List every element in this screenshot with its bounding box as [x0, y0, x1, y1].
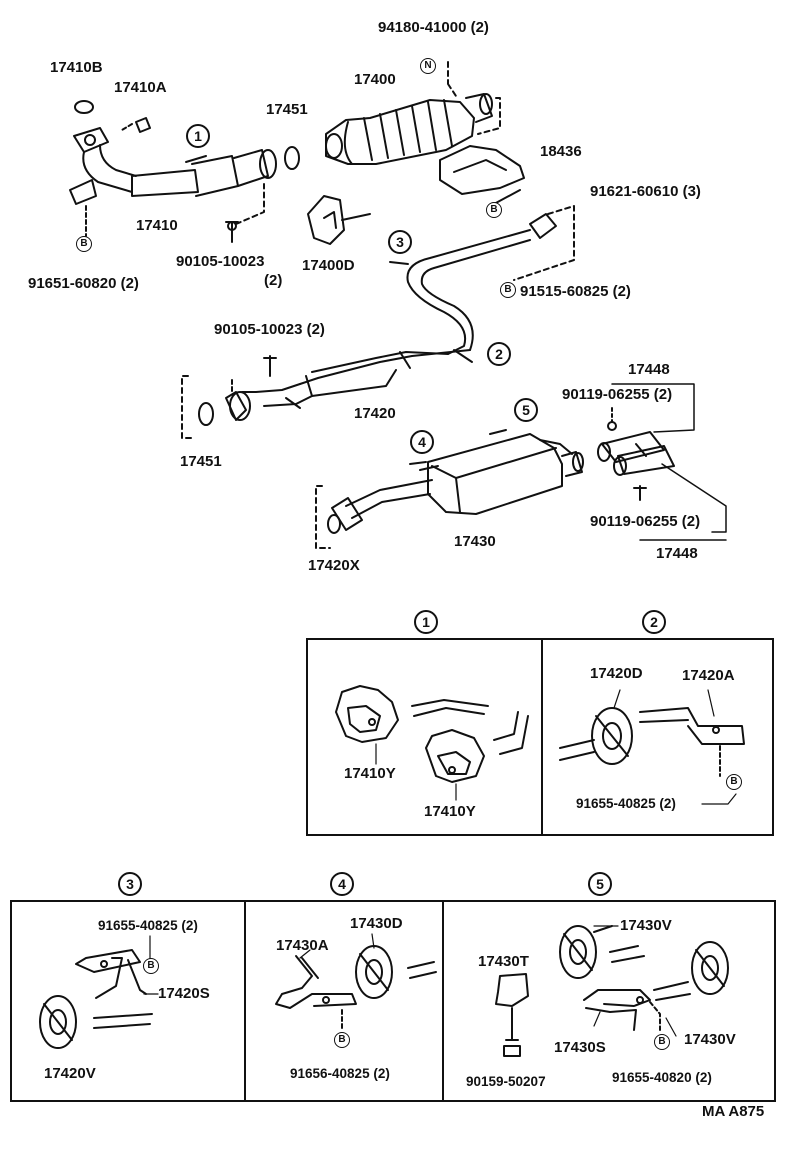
label-d1-17410Y-a: 17410Y	[344, 765, 396, 782]
label-17420X: 17420X	[308, 557, 360, 574]
label-90119-06255-bottom: 90119-06255 (2)	[590, 513, 701, 530]
label-d5-17430S: 17430S	[554, 1039, 606, 1056]
label-17451-bottom: 17451	[180, 453, 222, 470]
marker-b-91651: B	[76, 236, 92, 252]
label-d5-17430V-b: 17430V	[684, 1031, 736, 1048]
detail-callout-1: 1	[414, 610, 438, 634]
label-d4-17430D: 17430D	[350, 915, 403, 932]
label-d2-17420A: 17420A	[682, 667, 735, 684]
callout-4: 4	[410, 430, 434, 454]
diagram-code: MA A875	[702, 1103, 765, 1120]
marker-b-detail3: B	[143, 958, 159, 974]
detail-1-art	[335, 685, 529, 783]
detail-3-art	[39, 949, 153, 1049]
marker-n: N	[420, 58, 436, 74]
detail-5-art	[495, 925, 729, 1057]
label-90105-10023-mid: 90105-10023 (2)	[214, 321, 325, 338]
detail-box-5	[442, 900, 776, 1102]
label-17420: 17420	[354, 405, 396, 422]
callout-5: 5	[514, 398, 538, 422]
label-94180-41000: 94180-41000 (2)	[378, 19, 489, 36]
label-90105-qty: (2)	[264, 272, 283, 289]
marker-b-18436: B	[486, 202, 502, 218]
label-18436: 18436	[540, 143, 582, 160]
marker-b-detail2: B	[726, 774, 742, 790]
detail-callout-4: 4	[330, 872, 354, 896]
label-17400D: 17400D	[302, 257, 355, 274]
label-d3-17420V: 17420V	[44, 1065, 96, 1082]
label-17451-top: 17451	[266, 101, 308, 118]
label-d5-17430V-a: 17430V	[620, 917, 672, 934]
label-d3-17420S: 17420S	[158, 985, 210, 1002]
label-d1-17410Y-b: 17410Y	[424, 803, 476, 820]
callout-3: 3	[388, 230, 412, 254]
label-17448-top: 17448	[628, 361, 670, 378]
label-d4-91656-40825: 91656-40825 (2)	[290, 1066, 390, 1081]
center-pipe-17420	[225, 213, 557, 421]
label-91651-60820: 91651-60820 (2)	[28, 275, 139, 292]
marker-b-91515: B	[500, 282, 516, 298]
label-90119-06255-top: 90119-06255 (2)	[562, 386, 673, 403]
label-17448-bottom: 17448	[656, 545, 698, 562]
marker-b-detail5: B	[654, 1034, 670, 1050]
gasket-17451-bottom	[198, 402, 214, 426]
gasket-17410B	[74, 100, 94, 114]
label-d2-17420D: 17420D	[590, 665, 643, 682]
label-d5-91655-40820: 91655-40820 (2)	[612, 1070, 712, 1085]
label-91515-60825: 91515-60825 (2)	[520, 283, 631, 300]
label-17400: 17400	[354, 71, 396, 88]
label-91621-60610: 91621-60610 (3)	[590, 183, 701, 200]
callout-1: 1	[186, 124, 210, 148]
label-17410A: 17410A	[114, 79, 167, 96]
detail-callout-2: 2	[642, 610, 666, 634]
label-d3-91655-40825: 91655-40825 (2)	[98, 918, 198, 933]
label-d2-91655-40825: 91655-40825 (2)	[576, 796, 676, 811]
detail-callout-5: 5	[588, 872, 612, 896]
nut-17410A	[135, 117, 151, 133]
label-17430: 17430	[454, 533, 496, 550]
main-muffler-17430	[409, 429, 584, 515]
label-d4-17430A: 17430A	[276, 937, 329, 954]
tail-pipe-17448	[597, 431, 675, 476]
gasket-17451-top	[284, 146, 300, 170]
bracket-17400D	[307, 195, 345, 245]
detail-box-2	[541, 638, 774, 836]
marker-b-detail4: B	[334, 1032, 350, 1048]
detail-callout-3: 3	[118, 872, 142, 896]
label-d5-17430T: 17430T	[478, 953, 529, 970]
detail-4-art	[275, 945, 437, 1029]
label-17410: 17410	[136, 217, 178, 234]
label-17410B: 17410B	[50, 59, 103, 76]
label-90105-10023-top: 90105-10023	[176, 253, 265, 270]
callout-2: 2	[487, 342, 511, 366]
catalytic-converter-17400	[325, 93, 493, 165]
detail-2-art	[559, 707, 745, 777]
front-pipe-17410	[69, 127, 277, 205]
insulator-18436	[439, 145, 525, 195]
label-d5-90159-50207: 90159-50207	[466, 1074, 546, 1089]
